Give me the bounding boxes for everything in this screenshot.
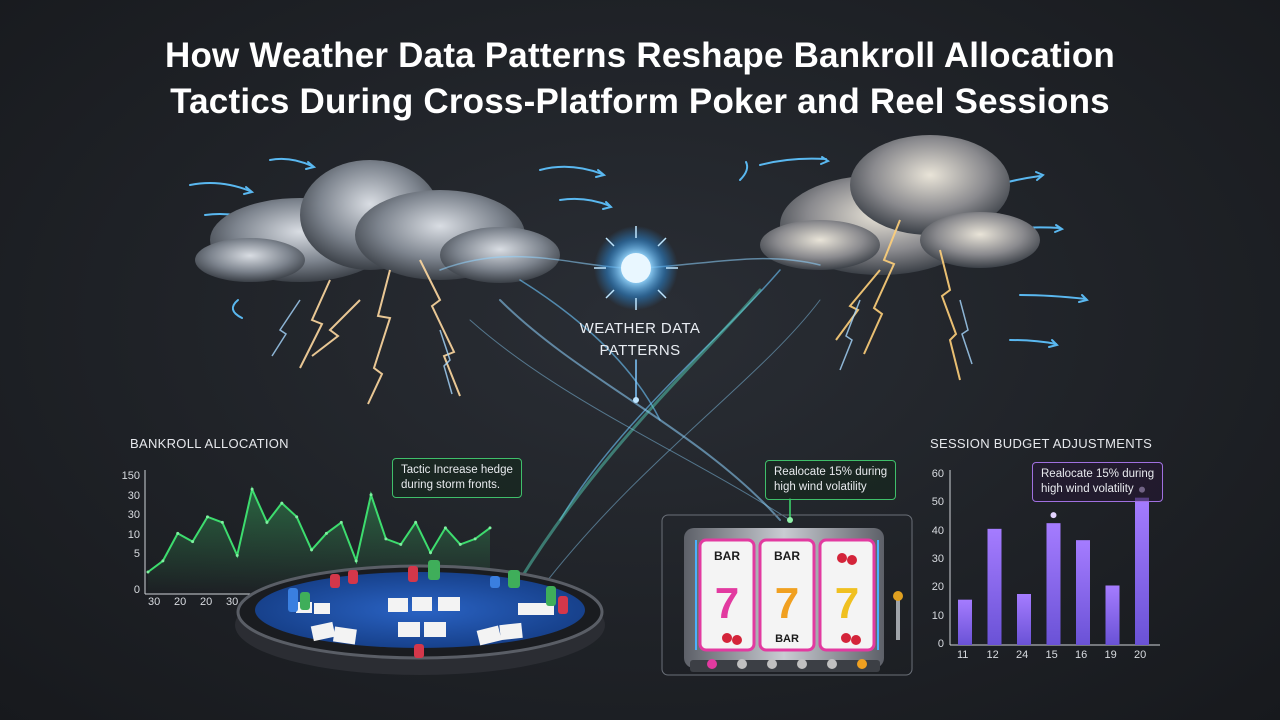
session-chart-title: SESSION BUDGET ADJUSTMENTS (930, 436, 1153, 451)
line-point-11 (310, 548, 314, 552)
left-tactic-note: Tactic Increase hedge during storm front… (392, 458, 522, 498)
line-point-17 (399, 542, 403, 546)
line-point-15 (369, 493, 373, 497)
line-point-8 (265, 520, 269, 524)
line-point-10 (295, 515, 299, 519)
line-point-22 (473, 537, 477, 541)
data-streams (439, 255, 821, 591)
line-point-18 (414, 520, 418, 524)
chip-stacks-icon (288, 560, 568, 658)
line-point-3 (191, 540, 195, 544)
line-point-2 (176, 531, 180, 535)
center-label: WEATHER DATA PATTERNS (579, 320, 701, 359)
bar-15 (1046, 523, 1061, 645)
title-line-2: Tactics During Cross-Platform Poker and … (170, 82, 1110, 121)
left-x-tick: 20 (200, 596, 213, 608)
slot-buttons (707, 659, 867, 669)
wind-arrow-head-icon (305, 161, 317, 170)
right-y-tick: 20 (931, 581, 944, 594)
right-x-tick: 24 (1016, 649, 1029, 661)
bar-20 (1135, 497, 1149, 645)
left-y-tick: 30 (127, 490, 140, 502)
right-x-tick: 16 (1075, 649, 1088, 661)
line-point-12 (324, 531, 328, 535)
left-y-tick: 10 (127, 529, 140, 541)
storm-cloud-left-icon (195, 160, 560, 283)
bar-19 (1105, 585, 1120, 645)
line-series (147, 486, 491, 573)
line-point-20 (443, 526, 447, 530)
wind-arrow-icon (269, 157, 313, 167)
line-point-13 (339, 520, 343, 524)
bar-12 (987, 528, 1002, 645)
line-point-23 (488, 526, 492, 530)
slot-bar-2: BAR (774, 549, 800, 563)
weather-core-icon (594, 226, 678, 310)
mid-realocate-note: Realocate 15% during high wind volatilit… (765, 460, 897, 500)
session-budget-chart (949, 470, 1160, 646)
right-y-tick: 10 (931, 609, 944, 622)
left-x-tick: 30 (226, 596, 239, 608)
left-y-tick: 5 (133, 548, 140, 560)
left-y-tick: 30 (127, 509, 140, 521)
bar-11 (958, 599, 972, 645)
slot-bar-1: BAR (714, 549, 740, 563)
slot-bar-3: BAR (775, 633, 799, 645)
right-x-tick: 19 (1104, 649, 1117, 661)
line-point-1 (161, 559, 165, 563)
line-point-19 (429, 551, 433, 555)
right-x-tick: 15 (1045, 649, 1058, 661)
bar-highlight-dot (1050, 512, 1057, 519)
slot-seven-1: 7 (715, 579, 739, 628)
bar-24 (1017, 594, 1031, 645)
right-y-tick: 50 (931, 496, 944, 509)
right-realocate-note: Realocate 15% during high wind volatilit… (1032, 462, 1164, 502)
storm-cloud-right-icon (760, 135, 1040, 275)
right-x-tick: 12 (986, 649, 999, 661)
bankroll-chart-title: BANKROLL ALLOCATION (130, 436, 289, 451)
line-point-9 (280, 501, 284, 505)
line-point-5 (220, 520, 224, 524)
slot-seven-2: 7 (775, 579, 799, 628)
line-point-4 (205, 515, 209, 519)
left-x-tick: 20 (174, 596, 187, 608)
title-line-1: How Weather Data Patterns Reshape Bankro… (165, 36, 1115, 75)
line-point-7 (250, 487, 254, 491)
line-point-14 (354, 559, 358, 563)
lightning-left-icon (299, 259, 461, 405)
slot-machine-icon: BAR BAR 7 7 7 BAR (661, 498, 913, 676)
line-point-21 (458, 542, 462, 546)
cherry-icon (722, 553, 861, 645)
left-y-tick: 150 (121, 470, 140, 482)
left-x-tick: 30 (148, 596, 161, 608)
playing-cards-icon (296, 597, 554, 646)
right-y-tick: 40 (931, 524, 944, 537)
right-x-tick: 11 (957, 649, 969, 661)
line-point-16 (384, 537, 388, 541)
right-y-tick: 30 (931, 553, 944, 565)
line-point-0 (146, 570, 150, 574)
right-y-tick: 60 (931, 468, 944, 480)
poker-table-icon (235, 560, 605, 675)
line-point-6 (235, 553, 239, 557)
right-x-tick: 20 (1134, 649, 1147, 661)
bar-16 (1076, 540, 1090, 645)
lightning-right-icon (835, 219, 961, 381)
left-y-tick: 0 (133, 584, 140, 596)
right-y-tick: 0 (937, 638, 944, 650)
slot-seven-3: 7 (835, 579, 859, 628)
